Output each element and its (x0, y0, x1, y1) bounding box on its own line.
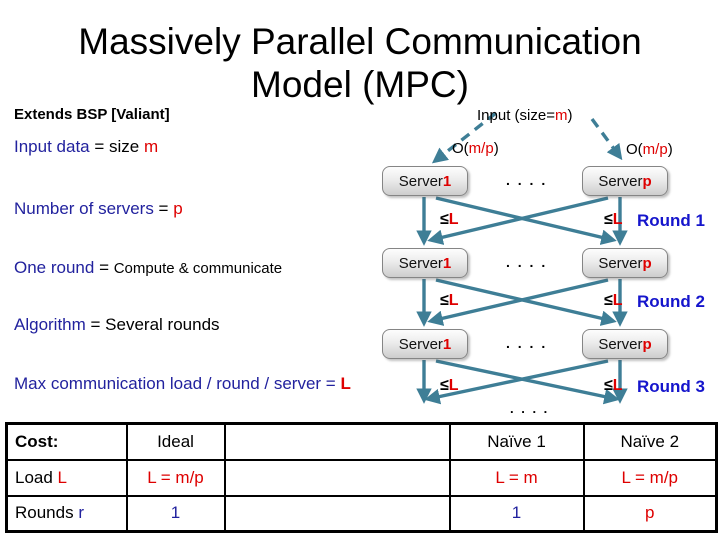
cell-load-naive1: L = m (448, 458, 585, 497)
load-bound-right-round1: ≤L (604, 211, 623, 228)
cell-rounds-label: Rounds r (5, 494, 128, 533)
load-bound-right-round3: ≤L (604, 377, 623, 394)
bandwidth-label-left: O(m/p) (452, 140, 499, 157)
server-p-box-row2: Server p (582, 248, 668, 278)
page-title: Massively Parallel Communication Model (… (0, 20, 720, 106)
algorithm-line: Algorithm = Several rounds (14, 315, 220, 334)
cell-naive2-header: Naïve 2 (582, 422, 718, 461)
ellipsis-bottom: . . . . (510, 401, 550, 416)
cell-rounds-blank (223, 494, 451, 533)
input-distribution-arrows (431, 111, 623, 164)
cell-load-ideal: L = m/p (125, 458, 226, 497)
load-bound-left-round3: ≤L (440, 377, 459, 394)
ellipsis-row3: . . . . (506, 335, 548, 351)
server-1-box-row1: Server 1 (382, 166, 468, 196)
server-1-box-row3: Server 1 (382, 329, 468, 359)
round-2-label: Round 2 (637, 292, 705, 311)
ellipsis-row2: . . . . (506, 254, 548, 270)
server-1-box-row2: Server 1 (382, 248, 468, 278)
round-1-label: Round 1 (637, 211, 705, 230)
cell-ideal-header: Ideal (125, 422, 226, 461)
extends-bsp-note: Extends BSP [Valiant] (14, 106, 170, 123)
round-3-label: Round 3 (637, 377, 705, 396)
table-row-header: Cost: Ideal Naïve 1 Naïve 2 (5, 422, 718, 461)
cell-load-label: Load L (5, 458, 128, 497)
table-row-load: Load L L = m/p L = m L = m/p (5, 458, 718, 497)
cell-cost-header: Cost: (5, 422, 128, 461)
cell-rounds-naive1: 1 (448, 494, 585, 533)
round-3-arrows (416, 359, 628, 405)
one-round-line: One round = Compute & communicate (14, 258, 283, 277)
load-bound-right-round2: ≤L (604, 292, 623, 309)
server-p-box-row3: Server p (582, 329, 668, 359)
round-1-arrows (416, 196, 628, 246)
cell-rounds-naive2: p (582, 494, 718, 533)
title-line-1: Massively Parallel Communication (78, 21, 642, 62)
round-2-arrows (416, 278, 628, 327)
cell-rounds-ideal: 1 (125, 494, 226, 533)
max-load-line: Max communication load / round / server … (14, 374, 351, 393)
cost-table: Cost: Ideal Naïve 1 Naïve 2 Load L L = m… (5, 422, 718, 533)
cell-load-blank (223, 458, 451, 497)
title-line-2: Model (MPC) (251, 64, 469, 105)
cell-blank-header (223, 422, 451, 461)
load-bound-left-round2: ≤L (440, 292, 459, 309)
number-of-servers-line: Number of servers = p (14, 199, 183, 218)
cell-load-naive2: L = m/p (582, 458, 718, 497)
table-row-rounds: Rounds r 1 1 p (5, 494, 718, 533)
ellipsis-row1: . . . . (506, 172, 548, 188)
input-size-label: Input (size=m) (477, 107, 573, 124)
bandwidth-label-right: O(m/p) (626, 141, 673, 158)
cell-naive1-header: Naïve 1 (448, 422, 585, 461)
load-bound-left-round1: ≤L (440, 211, 459, 228)
input-data-line: Input data = size m (14, 137, 159, 156)
server-p-box-row1: Server p (582, 166, 668, 196)
